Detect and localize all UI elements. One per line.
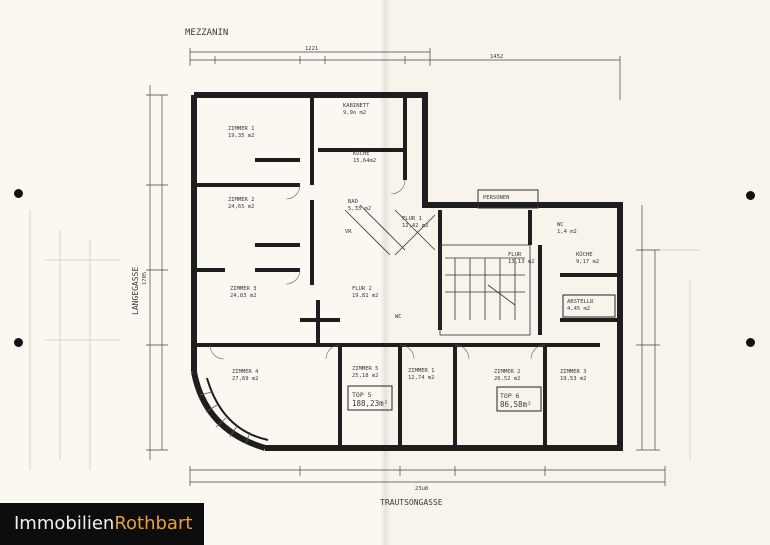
room-area: 19,53 m2 [560, 376, 587, 382]
room-area: 13,13 m2 [508, 259, 535, 265]
door-swings [209, 179, 546, 360]
room-area: 26,52 m2 [494, 376, 521, 382]
punch-hole-icon [14, 189, 23, 198]
room-name: KÜCHE [576, 251, 593, 258]
vr-label: VR [345, 229, 352, 235]
room-area: 25,18 m2 [352, 373, 379, 379]
street-left-label: LANGEGASSE [131, 267, 140, 315]
unit-top6-area: 86,58m² [500, 400, 532, 409]
punch-hole-icon [746, 338, 755, 347]
room-name: KÜCHE [353, 150, 370, 157]
punch-hole-icon [14, 338, 23, 347]
room-area: 19,81 m2 [352, 293, 379, 299]
room-name: KABINETT [343, 103, 370, 109]
room-labels: ZIMMER 1 19,35 m2 KABINETT 9,9o m2 KÜCHE… [228, 103, 599, 382]
room-name: BAD [348, 199, 358, 205]
room-name: ZIMMER 5 [352, 366, 379, 372]
dim-top-right: 1452 [490, 54, 503, 60]
room-area: 12,42 m2 [402, 223, 429, 229]
brand-part2: Rothbart [114, 513, 193, 534]
dim-top: 1221 [305, 46, 318, 52]
room-area: 1,4 m2 [557, 229, 577, 235]
unit-box-top6 [496, 386, 542, 412]
room-name: ZIMMER 1 [408, 368, 435, 374]
room-name: FLUR 1 [402, 216, 422, 222]
room-area: 9,17 m2 [576, 259, 599, 265]
dimension-lines-bottom [189, 466, 666, 486]
abstellr-box [562, 294, 616, 318]
unit-top6-label: TOP 6 [500, 392, 520, 400]
binding-gutter [380, 0, 390, 545]
dim-left: 1705 [142, 272, 148, 285]
unit-top5-area: 188,23m² [352, 399, 388, 408]
unit-top5-label: TOP 5 [352, 391, 372, 399]
room-area: 5,33 m2 [348, 206, 371, 212]
dimension-lines-right [636, 205, 660, 451]
dimension-lines-top [189, 48, 621, 100]
bay-window-segments [199, 391, 251, 444]
dimension-lines-left [146, 85, 168, 460]
room-name: FLUR [508, 252, 522, 258]
bleed-through-lines [29, 210, 700, 470]
plan-title: MEZZANIN [185, 28, 228, 38]
street-bottom-label: TRAUTSONGASSE [380, 498, 443, 507]
room-name: ZIMMER 4 [232, 369, 259, 375]
personen-label: PERSONEN [483, 195, 510, 201]
room-name: ZIMMER 2 [494, 369, 521, 375]
punch-hole-icon [746, 191, 755, 200]
unit-box-top5 [347, 385, 393, 411]
dim-bottom-total: 23u8 [415, 486, 428, 492]
room-area: 12,74 m2 [408, 375, 435, 381]
room-area: 4,45 m2 [567, 306, 590, 312]
room-name: ABSTELLR [567, 299, 594, 305]
room-area: 24,65 m2 [228, 204, 255, 210]
wc-label: WC [395, 314, 402, 320]
room-area: 19,35 m2 [228, 133, 255, 139]
room-name: ZIMMER 3 [560, 369, 587, 375]
flur-diagonals [344, 204, 436, 256]
room-name: ZIMMER 1 [228, 126, 255, 132]
room-name: ZIMMER 3 [230, 286, 257, 292]
room-area: 27,69 m2 [232, 376, 259, 382]
elevator-shaft [477, 189, 539, 209]
room-area: 15,64m2 [353, 158, 376, 164]
room-area: 24,83 m2 [230, 293, 257, 299]
room-name: WC [557, 222, 564, 228]
room-name: ZIMMER 2 [228, 197, 255, 203]
right-page [385, 0, 770, 545]
curved-bay [206, 377, 269, 441]
brand-part1: Immobilien [14, 513, 115, 534]
interior-walls [194, 95, 620, 448]
room-area: 9,9o m2 [343, 110, 366, 116]
room-name: FLUR 2 [352, 286, 372, 292]
outer-walls [191, 92, 623, 451]
brand-logo: ImmobilienRothbart [0, 503, 204, 545]
staircase [439, 244, 531, 336]
